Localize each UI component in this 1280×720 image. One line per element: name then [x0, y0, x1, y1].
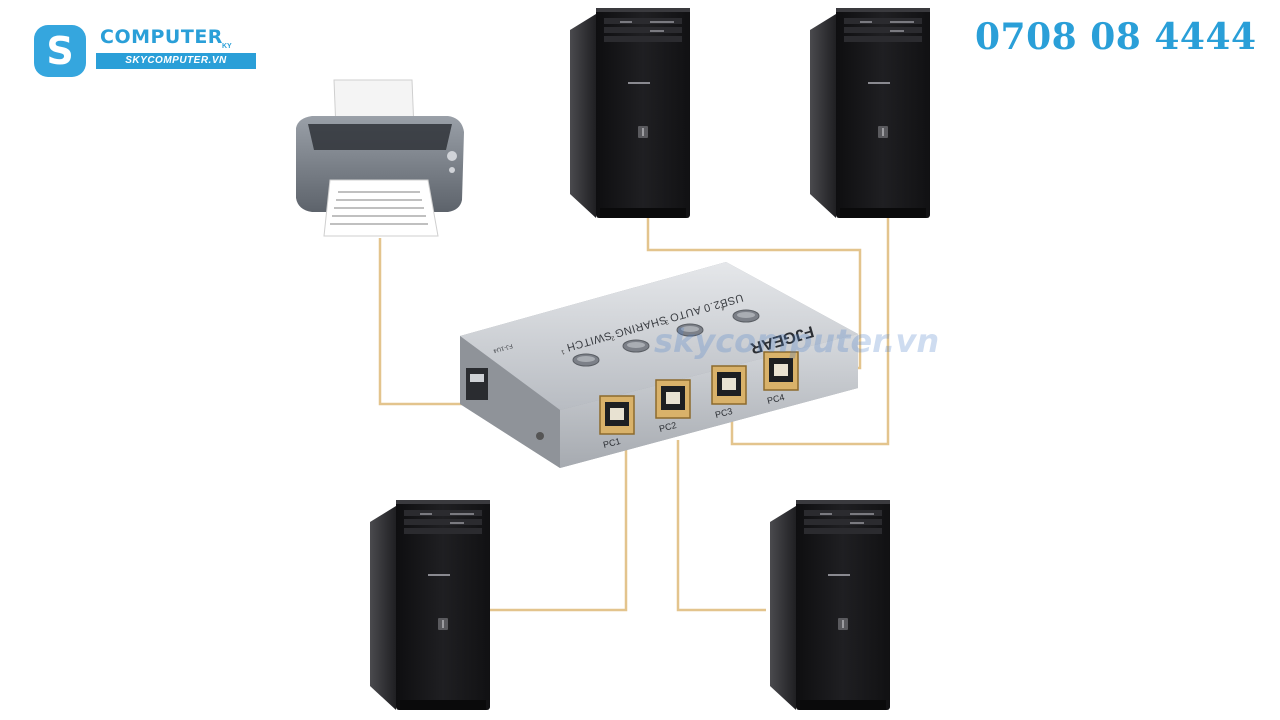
- computer-top-left: [570, 8, 690, 218]
- port-label: PC1: [602, 436, 621, 450]
- skycomputer-logo: S COMPUTER KY SKYCOMPUTER.VN: [34, 22, 256, 80]
- switch-select-button-2: 3: [664, 318, 704, 337]
- logo-word: COMPUTER: [100, 26, 223, 48]
- computer-bottom-left: [370, 500, 490, 710]
- printer: [296, 79, 464, 237]
- switch-led-label: 3: [664, 318, 669, 325]
- cable-pc1-bottom-left: [490, 448, 628, 612]
- switch-buttons: 4 3 2 1: [560, 304, 760, 367]
- cable-pc3-far-right: [730, 218, 890, 446]
- logo-letter: S: [46, 29, 74, 73]
- usb-b-port-pc4: PC4: [763, 351, 799, 406]
- port-label: PC2: [658, 420, 677, 434]
- switch-select-button-4: 1: [560, 348, 600, 367]
- logo-url: SKYCOMPUTER.VN: [96, 53, 256, 69]
- switch-led-label: 4: [720, 304, 725, 311]
- computer-bottom-right: [770, 500, 890, 710]
- switch-model: FJ-1U4: [492, 342, 513, 353]
- computers: [370, 8, 930, 710]
- usb-b-port-pc1: PC1: [599, 395, 635, 450]
- switch-select-button-3: 2: [610, 334, 650, 353]
- switch-led-label: 1: [560, 348, 565, 355]
- port-label: PC4: [766, 392, 785, 406]
- computer-top-right: [810, 8, 930, 218]
- switch-select-button-1: 4: [720, 304, 760, 323]
- usb-b-port-pc3: PC3: [711, 365, 747, 420]
- usb-a-printer-port: [466, 368, 488, 400]
- cable-printer-to-switch: [378, 238, 472, 406]
- switch-led-label: 2: [610, 334, 615, 341]
- switch-ports: PC1 PC2 PC3 PC4: [599, 351, 799, 450]
- logo-badge-icon: [34, 25, 86, 77]
- hotline-phone: 0708 08 4444: [975, 16, 1257, 58]
- dc-power-jack: [536, 432, 544, 440]
- watermark: skycomputer.vn: [654, 322, 940, 360]
- port-label: PC3: [714, 406, 733, 420]
- cable-pc2-bottom-right: [676, 440, 766, 612]
- logo-sky: KY: [222, 43, 232, 50]
- usb-b-port-pc2: PC2: [655, 379, 691, 434]
